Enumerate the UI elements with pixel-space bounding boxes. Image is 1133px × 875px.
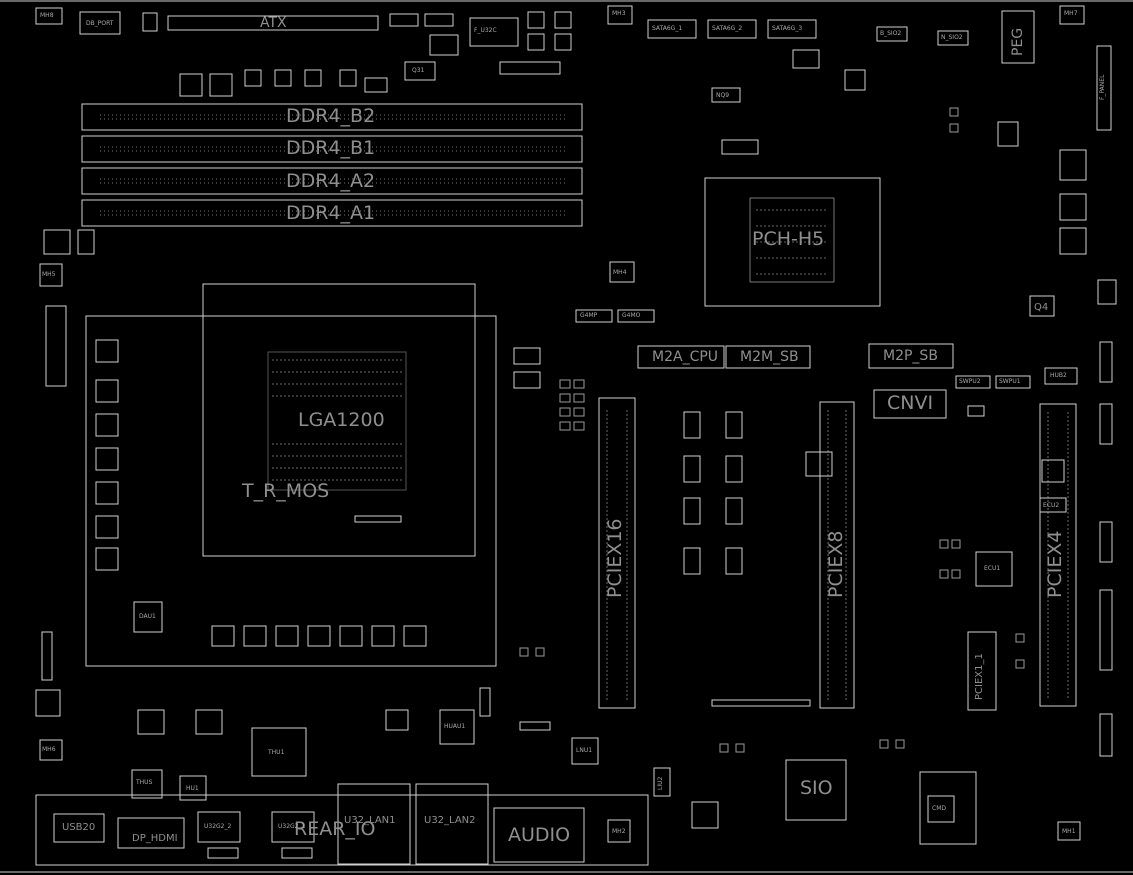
pciex16-slot (598, 397, 636, 709)
huau1-chip (439, 709, 475, 745)
ddr4-b2-slot (81, 103, 583, 131)
cmd-label: CMD (932, 805, 946, 812)
dp-hdmi-label: DP_HDMI (132, 833, 178, 844)
ecu1-label: ECU1 (984, 565, 1001, 572)
dp-hdmi-port (117, 817, 185, 849)
thu1-chip (251, 727, 307, 777)
lga1200-socket (202, 283, 476, 557)
ddr4-b1-slot (81, 135, 583, 163)
sata6g-2-label: SATA6G_2 (712, 25, 743, 32)
u32-lan1-label: U32_LAN1 (344, 815, 396, 826)
u32-lan1-port (337, 783, 411, 865)
nq9-label: NQ9 (716, 92, 730, 99)
g4mo-label: G4MO (622, 312, 641, 319)
t-r-mos-label: T_R_MOS (242, 480, 330, 502)
g4mp-label: G4MP (580, 312, 598, 319)
ddr4-a1-label: DDR4_A1 (286, 202, 376, 224)
ecu2-label: ECU2 (1043, 502, 1060, 509)
swpu2-label: SWPU2 (959, 378, 981, 385)
u32-lan2-label: U32_LAN2 (424, 815, 476, 826)
usb20-port (53, 813, 105, 843)
u32g2-1-port (271, 811, 315, 843)
sata6g-3-label: SATA6G_3 (772, 25, 803, 32)
ddr4-a2-slot (81, 167, 583, 195)
hu1-label: HU1 (186, 785, 199, 792)
f-u32c-header (469, 17, 519, 47)
huau1-label: HUAU1 (444, 723, 466, 730)
mh4-label: MH4 (613, 269, 627, 276)
pciex1-1-label: PCIEX1_1 (974, 653, 985, 700)
ecu1-chip (975, 551, 1013, 587)
sata6g-1-label: SATA6G_1 (652, 25, 683, 32)
mh5-label: MH5 (42, 271, 56, 278)
m2p-sb-slot (868, 343, 954, 369)
usb20-label: USB20 (62, 822, 96, 833)
mh3-label: MH3 (612, 10, 626, 17)
ddr4-b2-label: DDR4_B2 (286, 105, 376, 127)
m2m-sb-slot (725, 345, 811, 369)
hub2-label: HUB2 (1050, 372, 1067, 379)
mh7-label: MH7 (1064, 10, 1078, 17)
rear-io-area (35, 794, 649, 866)
sio-chip (785, 759, 847, 821)
audio-jacks (493, 807, 585, 863)
mh6-label: MH6 (42, 746, 56, 753)
swpu1-label: SWPU1 (999, 378, 1021, 385)
mh8-label: MH8 (40, 12, 54, 19)
lnu1-label: LNU1 (576, 747, 593, 754)
u32g2-1-label: U32G2_1 (278, 823, 306, 830)
pciex4-slot (1039, 403, 1077, 707)
ddr4-a2-label: DDR4_A2 (286, 170, 376, 192)
thus-label: THUS (136, 779, 153, 786)
dau1-label: DAU1 (139, 613, 156, 620)
b-sio2-label: B_SIO2 (880, 30, 902, 37)
pciex8-label: PCIEX8 (825, 530, 847, 598)
atx-connector (167, 15, 379, 31)
rear-io-label: REAR_IO (294, 818, 376, 840)
pch-chip (749, 197, 835, 283)
n-sio2-label: N_SIO2 (941, 34, 963, 41)
pciex1-1-slot (967, 631, 997, 711)
cnvi-slot (873, 389, 947, 419)
cpu-pin-field (267, 351, 407, 491)
atx-label: ATX (260, 15, 287, 31)
pciex4-label: PCIEX4 (1044, 530, 1066, 598)
f-panel-header (1096, 45, 1112, 131)
q31-label: Q31 (412, 67, 425, 74)
u32g2-2-label: U32G2_2 (204, 823, 232, 830)
lga1200-label: LGA1200 (298, 409, 385, 431)
pciex8-slot (819, 401, 855, 709)
mh1-label: MH1 (1062, 828, 1076, 835)
f-u32c-label: F_U32C (474, 27, 497, 34)
u32-lan2-port (415, 783, 489, 865)
m2a-cpu-label: M2A_CPU (652, 349, 719, 365)
m2m-sb-label: M2M_SB (740, 349, 799, 365)
liu2-label: LIU2 (657, 776, 664, 790)
q4-label: Q4 (1034, 302, 1049, 313)
cmd-area (919, 771, 977, 845)
f-panel-label: F_PANEL (1099, 74, 1106, 100)
pch-label: PCH-H5 (752, 228, 825, 250)
pch-outline (704, 177, 881, 307)
peg-header (1001, 10, 1035, 64)
thu1-label: THU1 (268, 749, 285, 756)
dau1-chip (133, 601, 163, 633)
m2p-sb-label: M2P_SB (883, 348, 938, 364)
ddr4-a1-slot (81, 199, 583, 227)
ddr4-b1-label: DDR4_B1 (286, 137, 376, 159)
pciex16-label: PCIEX16 (604, 518, 626, 598)
m2a-cpu-slot (637, 345, 725, 369)
u32g2-2-port (197, 811, 241, 843)
cnvi-label: CNVI (887, 392, 934, 414)
cpu-vrm-area (85, 315, 497, 667)
mh2-label: MH2 (612, 828, 626, 835)
db-port-label: DB_PORT (86, 20, 114, 27)
sio-label: SIO (800, 777, 833, 799)
audio-label: AUDIO (508, 824, 571, 846)
peg-label: PEG (1010, 27, 1026, 56)
